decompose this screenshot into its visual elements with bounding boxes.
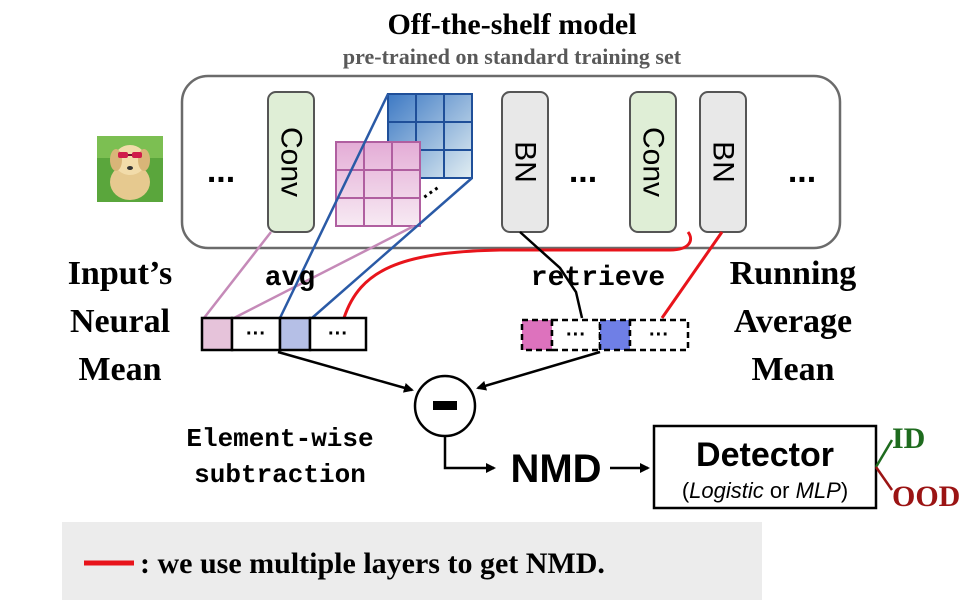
avg-label: avg	[265, 263, 315, 294]
running-mean-label-line3: Mean	[751, 351, 834, 388]
detector-options: (Logistic or MLP)	[682, 478, 848, 503]
branch-ood	[874, 466, 894, 491]
retrieve-line	[519, 231, 584, 319]
subtraction-label-line1: Element-wise	[186, 424, 373, 454]
input-vector-dots-2: ···	[328, 323, 348, 345]
retrieve-label: retrieve	[531, 263, 665, 294]
bn-layer-2: BN	[699, 91, 747, 233]
output-id-label: ID	[892, 422, 925, 455]
input-mean-label-line3: Mean	[78, 351, 161, 388]
ellipsis-middle: ...	[569, 152, 597, 190]
feature-map-pink	[335, 141, 421, 227]
running-mean-label-line2: Average	[734, 303, 852, 340]
legend-box: : we use multiple layers to get NMD.	[62, 522, 762, 600]
running-vector-dots-2: ···	[649, 324, 669, 346]
conv-layer-1: Conv	[267, 91, 315, 233]
avg-line-blue-right	[311, 177, 473, 319]
running-mean-label-line1: Running	[730, 255, 857, 292]
avg-line-pink-right	[233, 224, 415, 320]
dog-image-icon	[97, 136, 163, 202]
detector-box: Detector (Logistic or MLP)	[652, 424, 878, 510]
branch-id	[874, 439, 894, 468]
ellipsis-right: ...	[788, 152, 816, 190]
input-mean-vector: ··· ···	[200, 316, 368, 352]
arrow-input-to-sub	[277, 350, 414, 393]
nmd-label: NMD	[510, 447, 601, 491]
running-vector-dots-1: ···	[566, 324, 586, 346]
output-ood-label: OOD	[892, 480, 960, 513]
detector-title: Detector	[696, 436, 834, 474]
legend-text: : we use multiple layers to get NMD.	[140, 547, 605, 580]
conv-layer-2: Conv	[629, 91, 677, 233]
red-layer-curve	[342, 231, 693, 319]
avg-line-pink-left	[203, 231, 272, 319]
arrow-sub-to-nmd	[443, 436, 496, 473]
minus-icon	[433, 401, 457, 410]
input-mean-label-line2: Neural	[70, 303, 170, 340]
input-vector-dots-1: ···	[246, 323, 266, 345]
diagram-subtitle: pre-trained on standard training set	[343, 44, 682, 69]
diagram-title: Off-the-shelf model	[387, 8, 636, 41]
bn-layer-1: BN	[501, 91, 549, 233]
running-mean-vector: ··· ···	[520, 318, 690, 352]
input-mean-label-line1: Input’s	[68, 255, 173, 292]
conv-label-2: Conv	[637, 127, 670, 197]
subtraction-label-line2: subtraction	[194, 460, 366, 490]
subtraction-operator	[413, 374, 477, 438]
arrow-running-to-sub	[476, 350, 601, 391]
red-running-line	[660, 231, 724, 319]
bn-label-2: BN	[707, 141, 740, 183]
detector-option-mlp: MLP	[796, 478, 842, 503]
avg-line-blue-left	[278, 93, 390, 319]
bn-label-1: BN	[509, 141, 542, 183]
conv-label-1: Conv	[275, 127, 308, 197]
detector-option-logistic: Logistic	[689, 478, 764, 503]
ellipsis-left: ...	[207, 152, 235, 190]
